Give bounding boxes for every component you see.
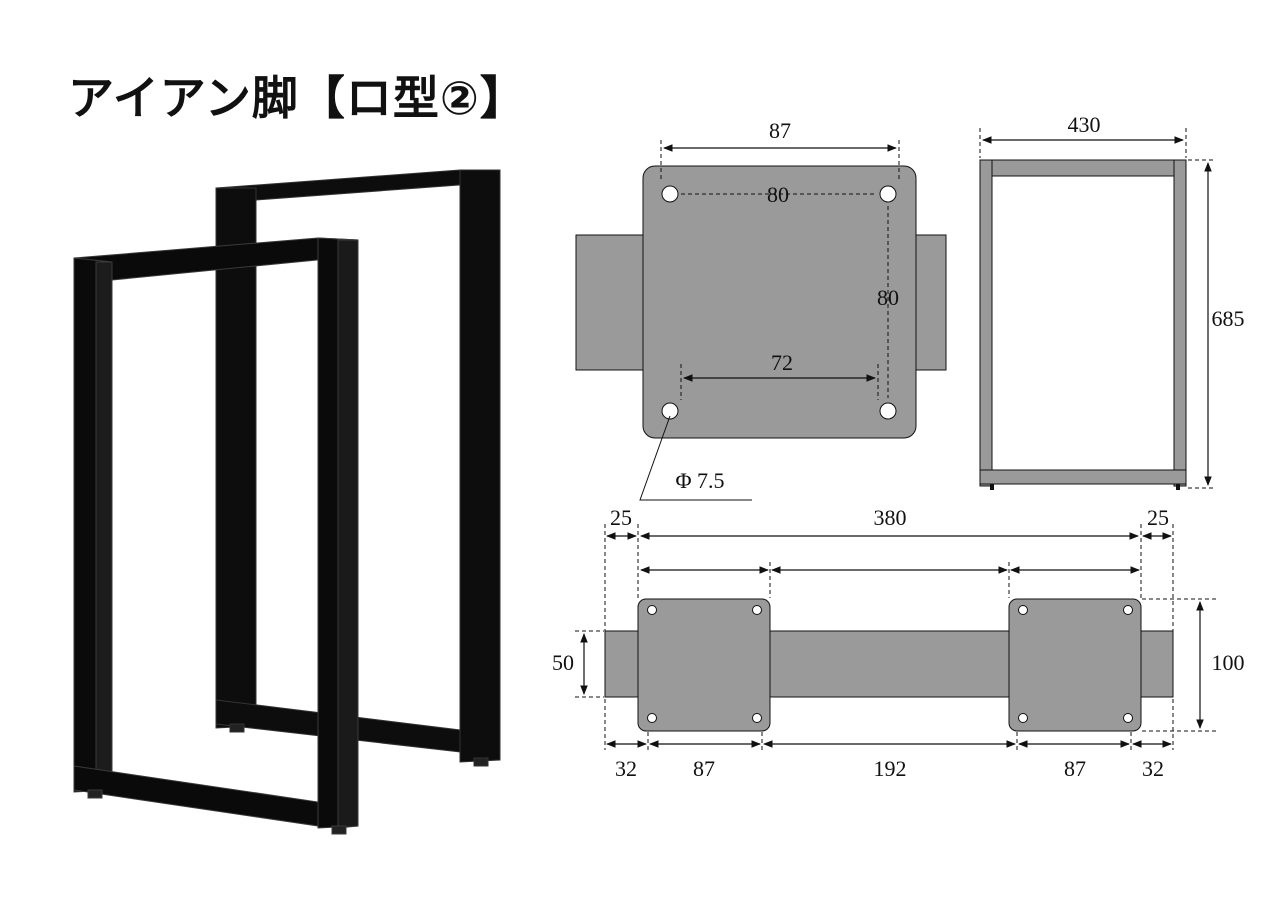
dim-seg-right: 32 — [1142, 756, 1164, 781]
dim-seg-left: 32 — [615, 756, 637, 781]
dim-right-edge: 25 — [1147, 505, 1169, 530]
dim-inner-span: 72 — [771, 350, 793, 375]
dim-plate-height: 100 — [1212, 650, 1245, 675]
dim-hole-pitch-y: 80 — [877, 285, 899, 310]
page-title: アイアン脚【ロ型②】 — [68, 71, 527, 125]
dim-side-width: 430 — [1068, 112, 1101, 137]
leg-frame-illustration — [73, 169, 501, 835]
dim-total-span: 380 — [874, 505, 907, 530]
dim-side-height: 685 — [1212, 306, 1245, 331]
bottom-view: 25 380 25 50 100 32 87 192 87 32 — [552, 505, 1245, 781]
front-leg-frame — [73, 237, 359, 835]
side-view-frame: 430 685 — [979, 112, 1245, 490]
dim-middle: 192 — [874, 756, 907, 781]
mounting-hole — [647, 605, 1133, 723]
top-view-plate: 87 80 80 72 Φ 7.5 — [575, 118, 947, 501]
dim-bar-height: 50 — [552, 650, 574, 675]
back-leg-frame — [215, 169, 501, 767]
dim-hole-diameter: Φ 7.5 — [675, 468, 724, 493]
dim-left-edge: 25 — [610, 505, 632, 530]
mounting-hole — [661, 185, 897, 420]
dim-hole-pitch-x: 80 — [767, 182, 789, 207]
dim-plate-right: 87 — [1064, 756, 1086, 781]
dim-top-width: 87 — [769, 118, 791, 143]
dim-plate-left: 87 — [693, 756, 715, 781]
